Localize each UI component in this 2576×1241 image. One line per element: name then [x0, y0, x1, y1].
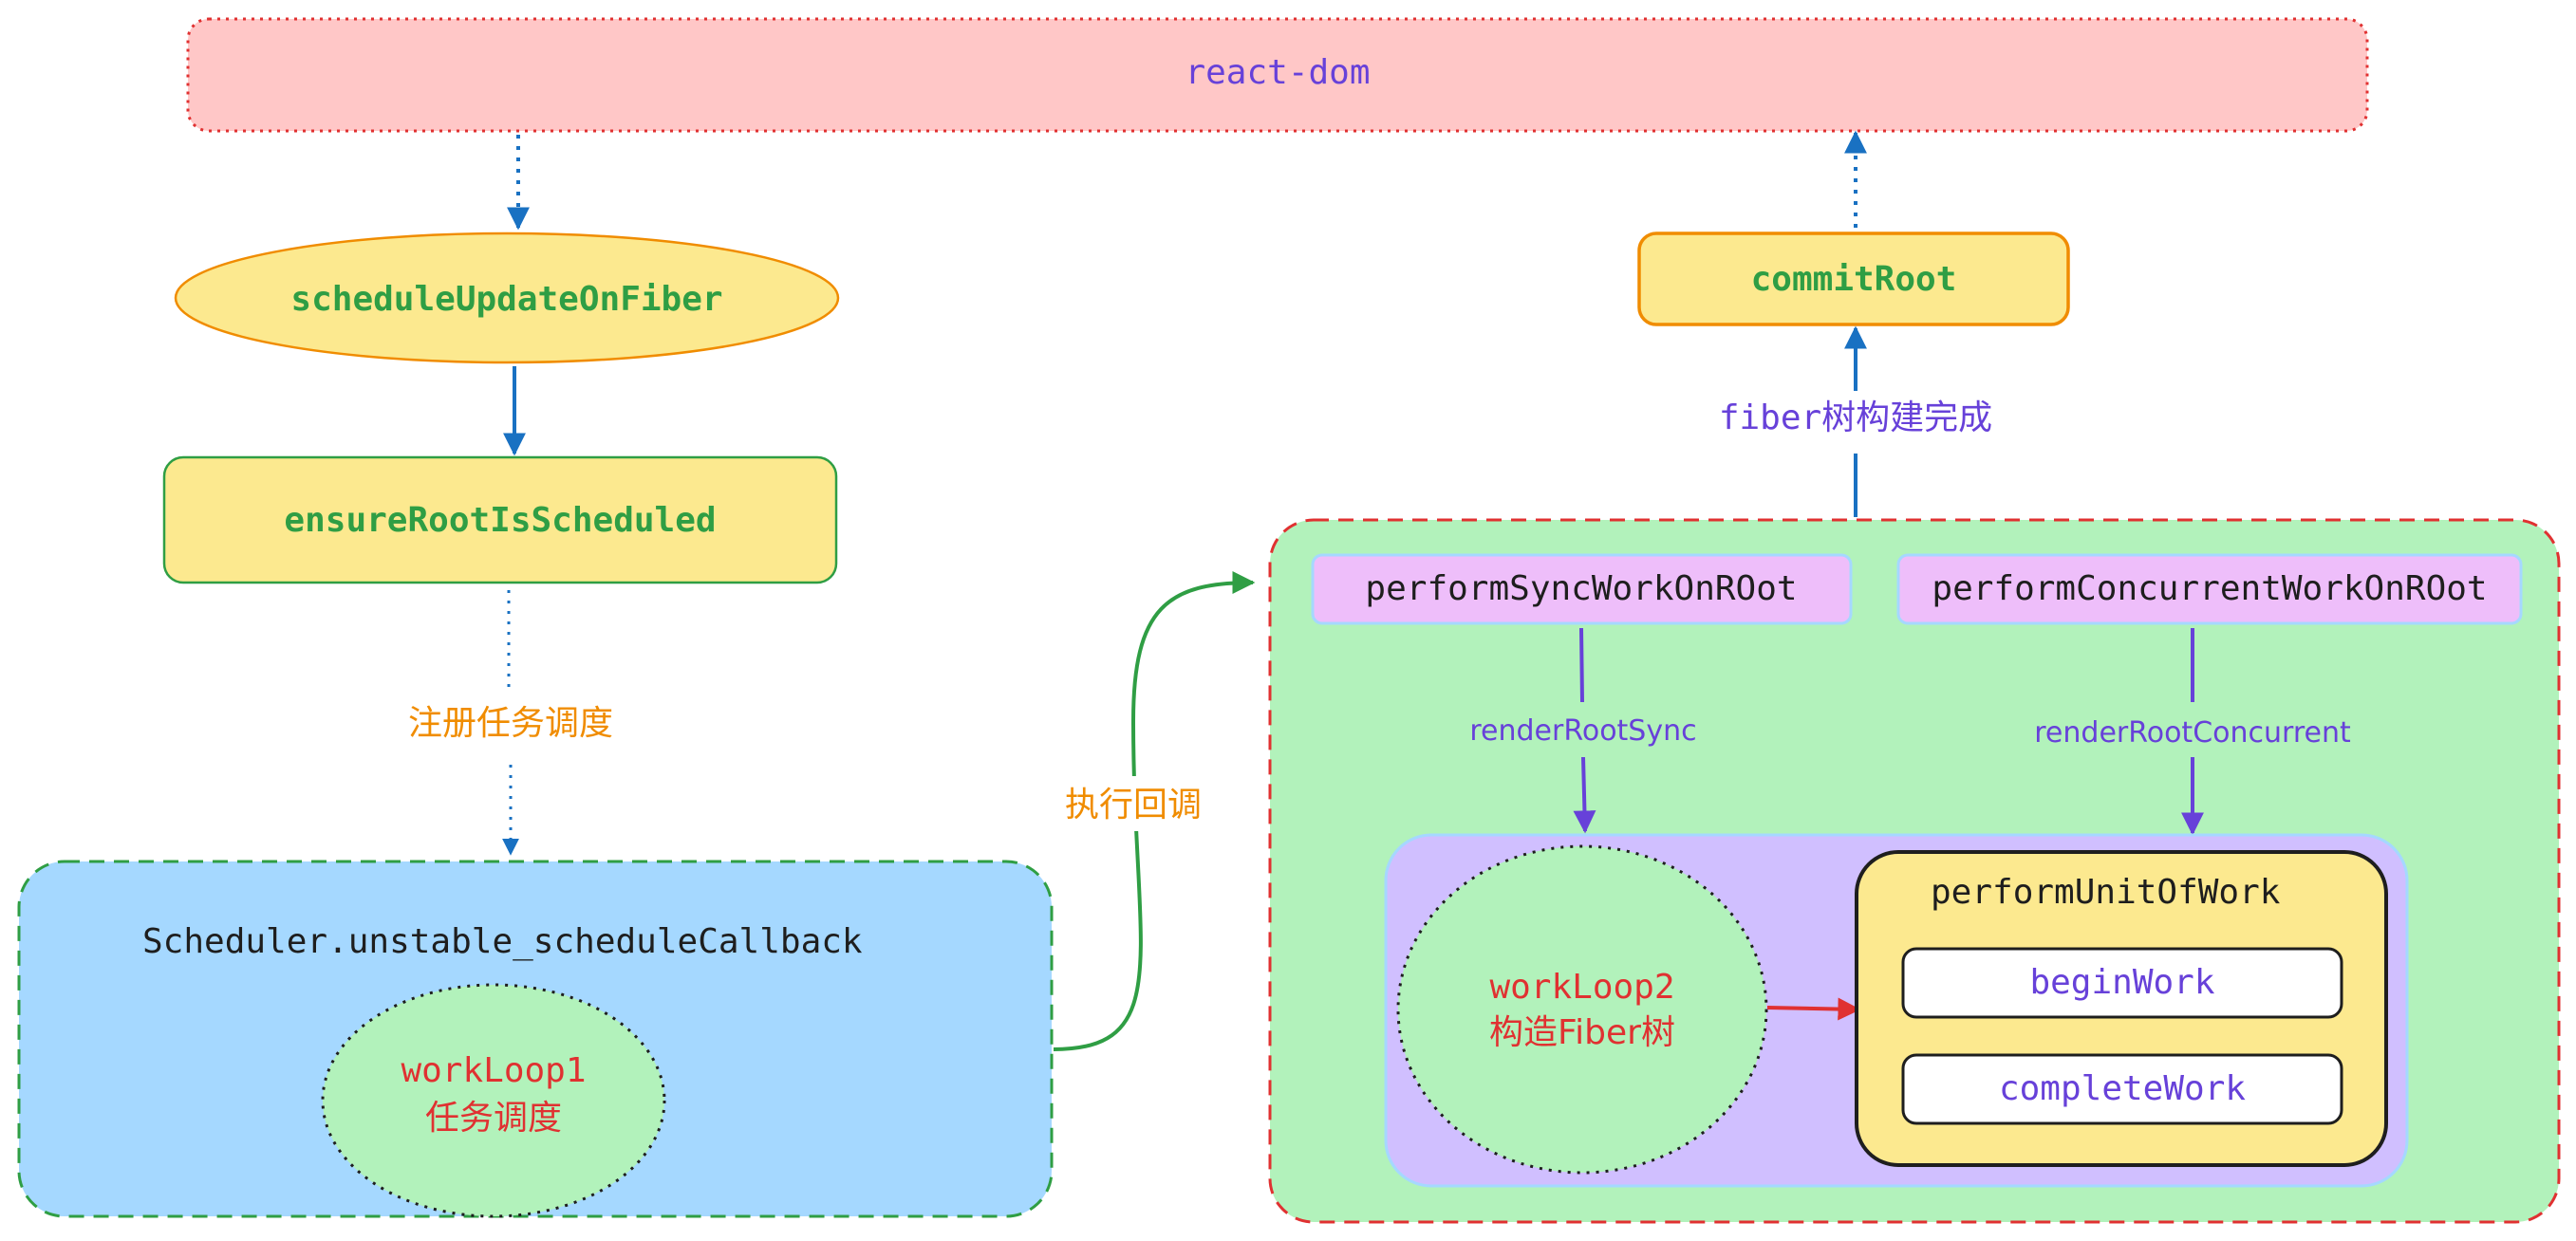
- schedule-update-on-fiber-node: scheduleUpdateOnFiber: [174, 232, 840, 364]
- schedule-update-on-fiber-label: scheduleUpdateOnFiber: [290, 280, 722, 319]
- perform-concurrent-work-node: performConcurrentWorkOnROot: [1896, 553, 2523, 625]
- render-root-concurrent-label: renderRootConcurrent: [2034, 716, 2351, 750]
- execute-callback-label: 执行回调: [1065, 786, 1202, 824]
- perform-sync-work-node: performSyncWorkOnROot: [1311, 553, 1853, 625]
- react-dom-label: react-dom: [1185, 53, 1370, 92]
- commit-root-label: commitRoot: [1751, 260, 1957, 299]
- begin-work-node: beginWork: [1901, 947, 2343, 1019]
- ensure-root-is-scheduled-label: ensureRootIsScheduled: [284, 501, 716, 540]
- work-loop-2-subtitle: 构造Fiber树: [1489, 1013, 1675, 1052]
- work-loop-1-label: workLoop1: [401, 1051, 586, 1090]
- perform-unit-of-work-label: performUnitOfWork: [1931, 873, 2281, 912]
- work-loop-2-node: workLoop2 构造Fiber树: [1396, 844, 1768, 1175]
- execute-callback-label-bg: [1044, 776, 1215, 831]
- perform-sync-work-label: performSyncWorkOnROot: [1365, 569, 1797, 608]
- work-loop-1-subtitle: 任务调度: [425, 1099, 562, 1138]
- complete-work-label: completeWork: [1999, 1069, 2246, 1108]
- scheduler-callback-node: Scheduler.unstable_scheduleCallback work…: [17, 860, 1054, 1218]
- edge-perform-sync-to-work-loop-upper: [1579, 627, 1584, 703]
- ensure-root-is-scheduled-node: ensureRootIsScheduled: [162, 455, 838, 584]
- scheduler-callback-label: Scheduler.unstable_scheduleCallback: [142, 922, 863, 961]
- fiber-tree-done-label: fiber树构建完成: [1719, 398, 1992, 437]
- begin-work-label: beginWork: [2029, 963, 2214, 1002]
- perform-concurrent-work-label: performConcurrentWorkOnROot: [1932, 569, 2487, 608]
- commit-root-node: commitRoot: [1637, 232, 2070, 326]
- register-task-label: 注册任务调度: [408, 704, 613, 743]
- edge-work-loop-2-to-unit-of-work: [1766, 997, 1861, 1021]
- perform-work-container: performSyncWorkOnROot performConcurrentW…: [1268, 518, 2561, 1224]
- complete-work-node: completeWork: [1901, 1053, 2343, 1125]
- edge-perform-sync-to-work-loop-lower: [1573, 756, 1596, 834]
- work-loop-2-label: workLoop2: [1489, 968, 1674, 1007]
- perform-unit-of-work-node: performUnitOfWork beginWork completeWork: [1855, 850, 2388, 1167]
- work-loop-1-node: workLoop1 任务调度: [321, 983, 666, 1218]
- react-dom-node: react-dom: [186, 17, 2369, 133]
- render-root-sync-label: renderRootSync: [1469, 714, 1696, 748]
